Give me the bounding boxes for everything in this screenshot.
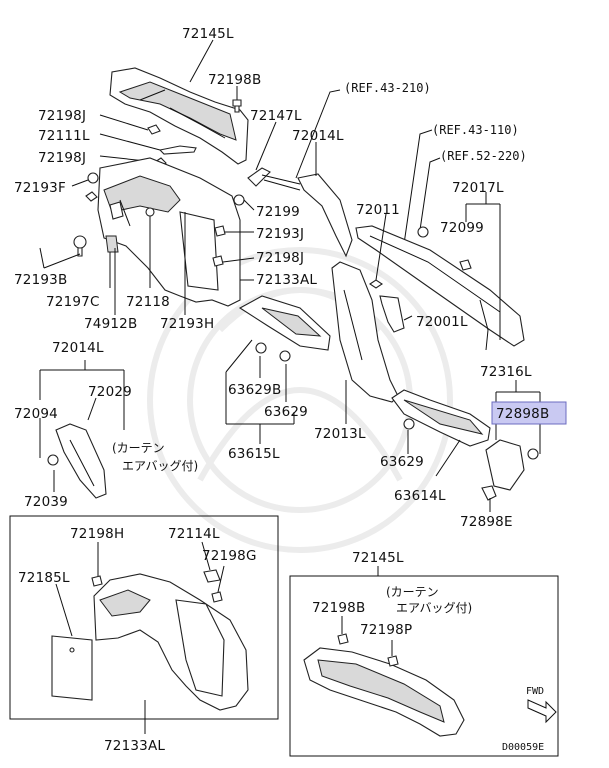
clip-72198J (212, 255, 224, 267)
clip-72094 (47, 454, 59, 466)
label-72316L[interactable]: 72316L (480, 364, 532, 380)
note-curtain-airbag-a-line2: エアバッグ付) (122, 459, 198, 473)
label-72199[interactable]: 72199 (256, 204, 300, 220)
label-72198J-c[interactable]: 72198J (256, 250, 304, 266)
label-72197C[interactable]: 72197C (46, 294, 100, 310)
part-72011 (369, 279, 383, 289)
label-72898E[interactable]: 72898E (460, 514, 513, 530)
label-72114L[interactable]: 72114L (168, 526, 220, 542)
clip-72198H (91, 575, 103, 587)
bracket-72316L (485, 439, 539, 491)
label-72099[interactable]: 72099 (440, 220, 484, 236)
clip-72898E (481, 485, 497, 501)
label-72014L-b[interactable]: 72014L (52, 340, 104, 356)
label-63615L[interactable]: 63615L (228, 446, 280, 462)
note-curtain-airbag-b-line2: エアバッグ付) (396, 601, 472, 615)
fwd-label: FWD (526, 686, 544, 697)
clip-72114L (203, 569, 221, 583)
clip-72198B-variant (337, 633, 349, 645)
label-72011[interactable]: 72011 (356, 202, 400, 218)
clip-72193J (214, 225, 226, 237)
fastener-72193B (73, 235, 87, 257)
label-63629-b[interactable]: 63629 (380, 454, 424, 470)
label-72039[interactable]: 72039 (24, 494, 68, 510)
roof-side-strip (355, 225, 525, 351)
label-72147L[interactable]: 72147L (250, 108, 302, 124)
note-curtain-airbag-a-line1: (カーテン (112, 441, 165, 455)
label-72193J[interactable]: 72193J (256, 226, 304, 242)
inset-box-curtain-airbag-quarter (9, 515, 279, 720)
label-72198H[interactable]: 72198H (70, 526, 124, 542)
label-72094[interactable]: 72094 (14, 406, 58, 422)
label-72198J-a[interactable]: 72198J (38, 108, 86, 124)
scuff-plate-63615L (238, 295, 331, 351)
label-72198J-b[interactable]: 72198J (38, 150, 86, 166)
label-72185L[interactable]: 72185L (18, 570, 70, 586)
label-72017L[interactable]: 72017L (452, 180, 504, 196)
label-72118[interactable]: 72118 (126, 294, 170, 310)
highlight-72898B[interactable] (491, 401, 567, 425)
label-72133AL-b[interactable]: 72133AL (104, 738, 165, 754)
clip-72198P (387, 655, 399, 667)
label-72193F[interactable]: 72193F (14, 180, 66, 196)
label-72198P[interactable]: 72198P (360, 622, 412, 638)
clip-63629-a (279, 350, 291, 362)
ref-43-110: (REF.43-110) (432, 123, 519, 137)
label-72029[interactable]: 72029 (88, 384, 132, 400)
label-72198B-top[interactable]: 72198B (208, 72, 261, 88)
clip-72017L-small (459, 259, 472, 271)
ref-43-210: (REF.43-210) (344, 81, 431, 95)
label-72145L-b[interactable]: 72145L (352, 550, 404, 566)
label-72111L[interactable]: 72111L (38, 128, 90, 144)
upper-quarter-trim-72145L (109, 67, 249, 165)
pillar-trim-72029 (55, 423, 107, 499)
label-72198G[interactable]: 72198G (202, 548, 257, 564)
label-74912B[interactable]: 74912B (84, 316, 137, 332)
quarter-trim-72133AL-variant (93, 573, 249, 711)
diagram-code: D00059E (502, 742, 544, 753)
upper-quarter-trim-72145L-variant (303, 647, 465, 737)
label-72898B[interactable]: 72898B (496, 406, 549, 422)
fwd-arrow-icon (527, 699, 557, 724)
inset-box-curtain-airbag-upper (289, 575, 559, 757)
ref-52-220: (REF.52-220) (440, 149, 527, 163)
clip-72198B (232, 99, 242, 113)
center-pillar-72013L (331, 261, 399, 403)
scuff-plate-63614L (391, 389, 491, 447)
clip-63629-b (403, 418, 415, 430)
label-63614L[interactable]: 63614L (394, 488, 446, 504)
note-curtain-airbag-b-line1: (カーテン (386, 585, 439, 599)
label-72145L-top[interactable]: 72145L (182, 26, 234, 42)
clip-72199 (233, 194, 245, 206)
part-72197C (105, 235, 119, 253)
label-72133AL-a[interactable]: 72133AL (256, 272, 317, 288)
clip-63629B (255, 342, 267, 354)
pad-72185L (51, 635, 93, 701)
clip-72099 (417, 226, 429, 238)
pillar-trim-72014L (247, 167, 353, 258)
label-72001L[interactable]: 72001L (416, 314, 468, 330)
label-72193B[interactable]: 72193B (14, 272, 67, 288)
label-72014L-a[interactable]: 72014L (292, 128, 344, 144)
label-72193H[interactable]: 72193H (160, 316, 214, 332)
label-72013L[interactable]: 72013L (314, 426, 366, 442)
clip-72198G (211, 591, 223, 603)
bracket-72001L (379, 295, 405, 333)
label-63629B[interactable]: 63629B (228, 382, 281, 398)
label-72198B-b[interactable]: 72198B (312, 600, 365, 616)
label-63629-a[interactable]: 63629 (264, 404, 308, 420)
